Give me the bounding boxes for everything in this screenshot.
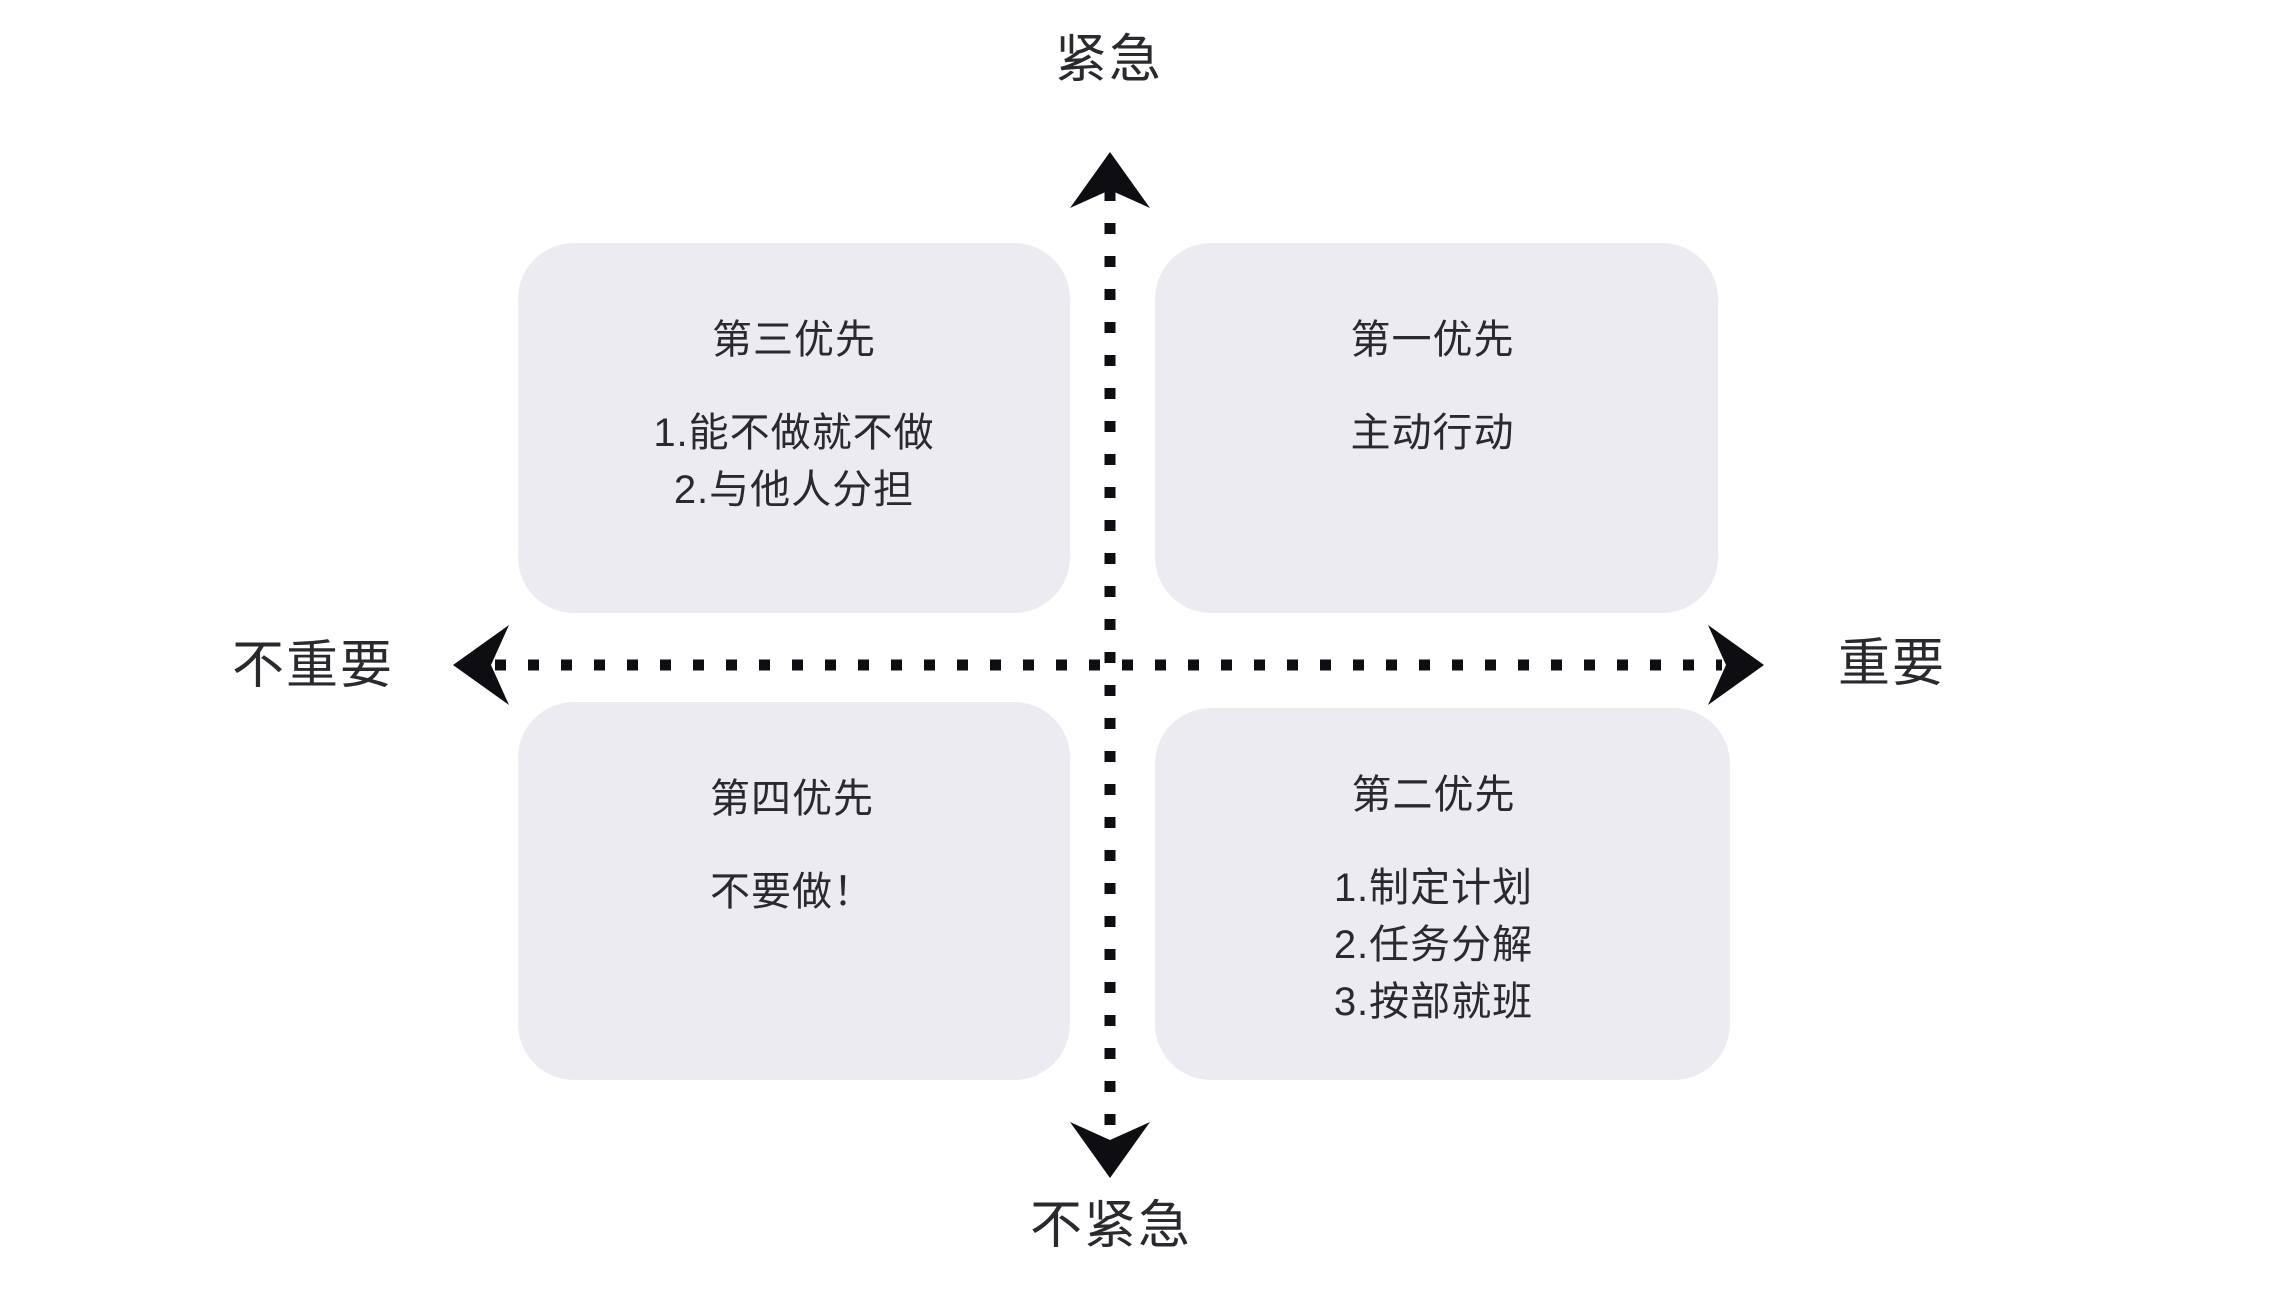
arrow-right-icon	[1708, 625, 1764, 705]
quadrant-line: 不要做！	[710, 870, 874, 914]
quadrant-title: 第四优先	[710, 777, 874, 821]
quadrant-title: 第一优先	[1350, 318, 1515, 362]
axis-label-not-urgent: 不紧急	[1030, 1197, 1193, 1255]
quadrant-line: 3.按部就班	[1333, 979, 1534, 1024]
quadrant-body: 1.制定计划 2.任务分解 3.按部就班	[1334, 860, 1533, 1030]
axis-label-urgent: 紧急	[1055, 31, 1164, 89]
quadrant-bottom-left: 第四优先 不要做！	[518, 702, 1070, 1080]
quadrant-body: 主动行动	[1351, 405, 1515, 462]
quadrant-line: 主动行动	[1350, 411, 1515, 455]
axis-label-important: 重要	[1838, 635, 1947, 693]
arrow-left-icon	[453, 625, 509, 705]
quadrant-bottom-right: 第二优先 1.制定计划 2.任务分解 3.按部就班	[1155, 708, 1730, 1080]
quadrant-title: 第三优先	[712, 318, 876, 362]
quadrant-line: 2.任务分解	[1333, 922, 1534, 967]
arrow-up-icon	[1070, 152, 1150, 208]
quadrant-title: 第二优先	[1351, 773, 1516, 817]
quadrant-line: 1.制定计划	[1333, 866, 1534, 910]
axis-label-not-important: 不重要	[232, 637, 395, 695]
quadrant-line: 2.与他人分担	[673, 467, 915, 512]
quadrant-body: 不要做！	[710, 864, 874, 921]
quadrant-line: 1.能不做就不做	[653, 411, 935, 455]
quadrant-top-left: 第三优先 1.能不做就不做 2.与他人分担	[518, 243, 1070, 613]
quadrant-top-right: 第一优先 主动行动	[1155, 243, 1718, 613]
quadrant-body: 1.能不做就不做 2.与他人分担	[653, 405, 934, 519]
arrow-down-icon	[1070, 1122, 1150, 1178]
